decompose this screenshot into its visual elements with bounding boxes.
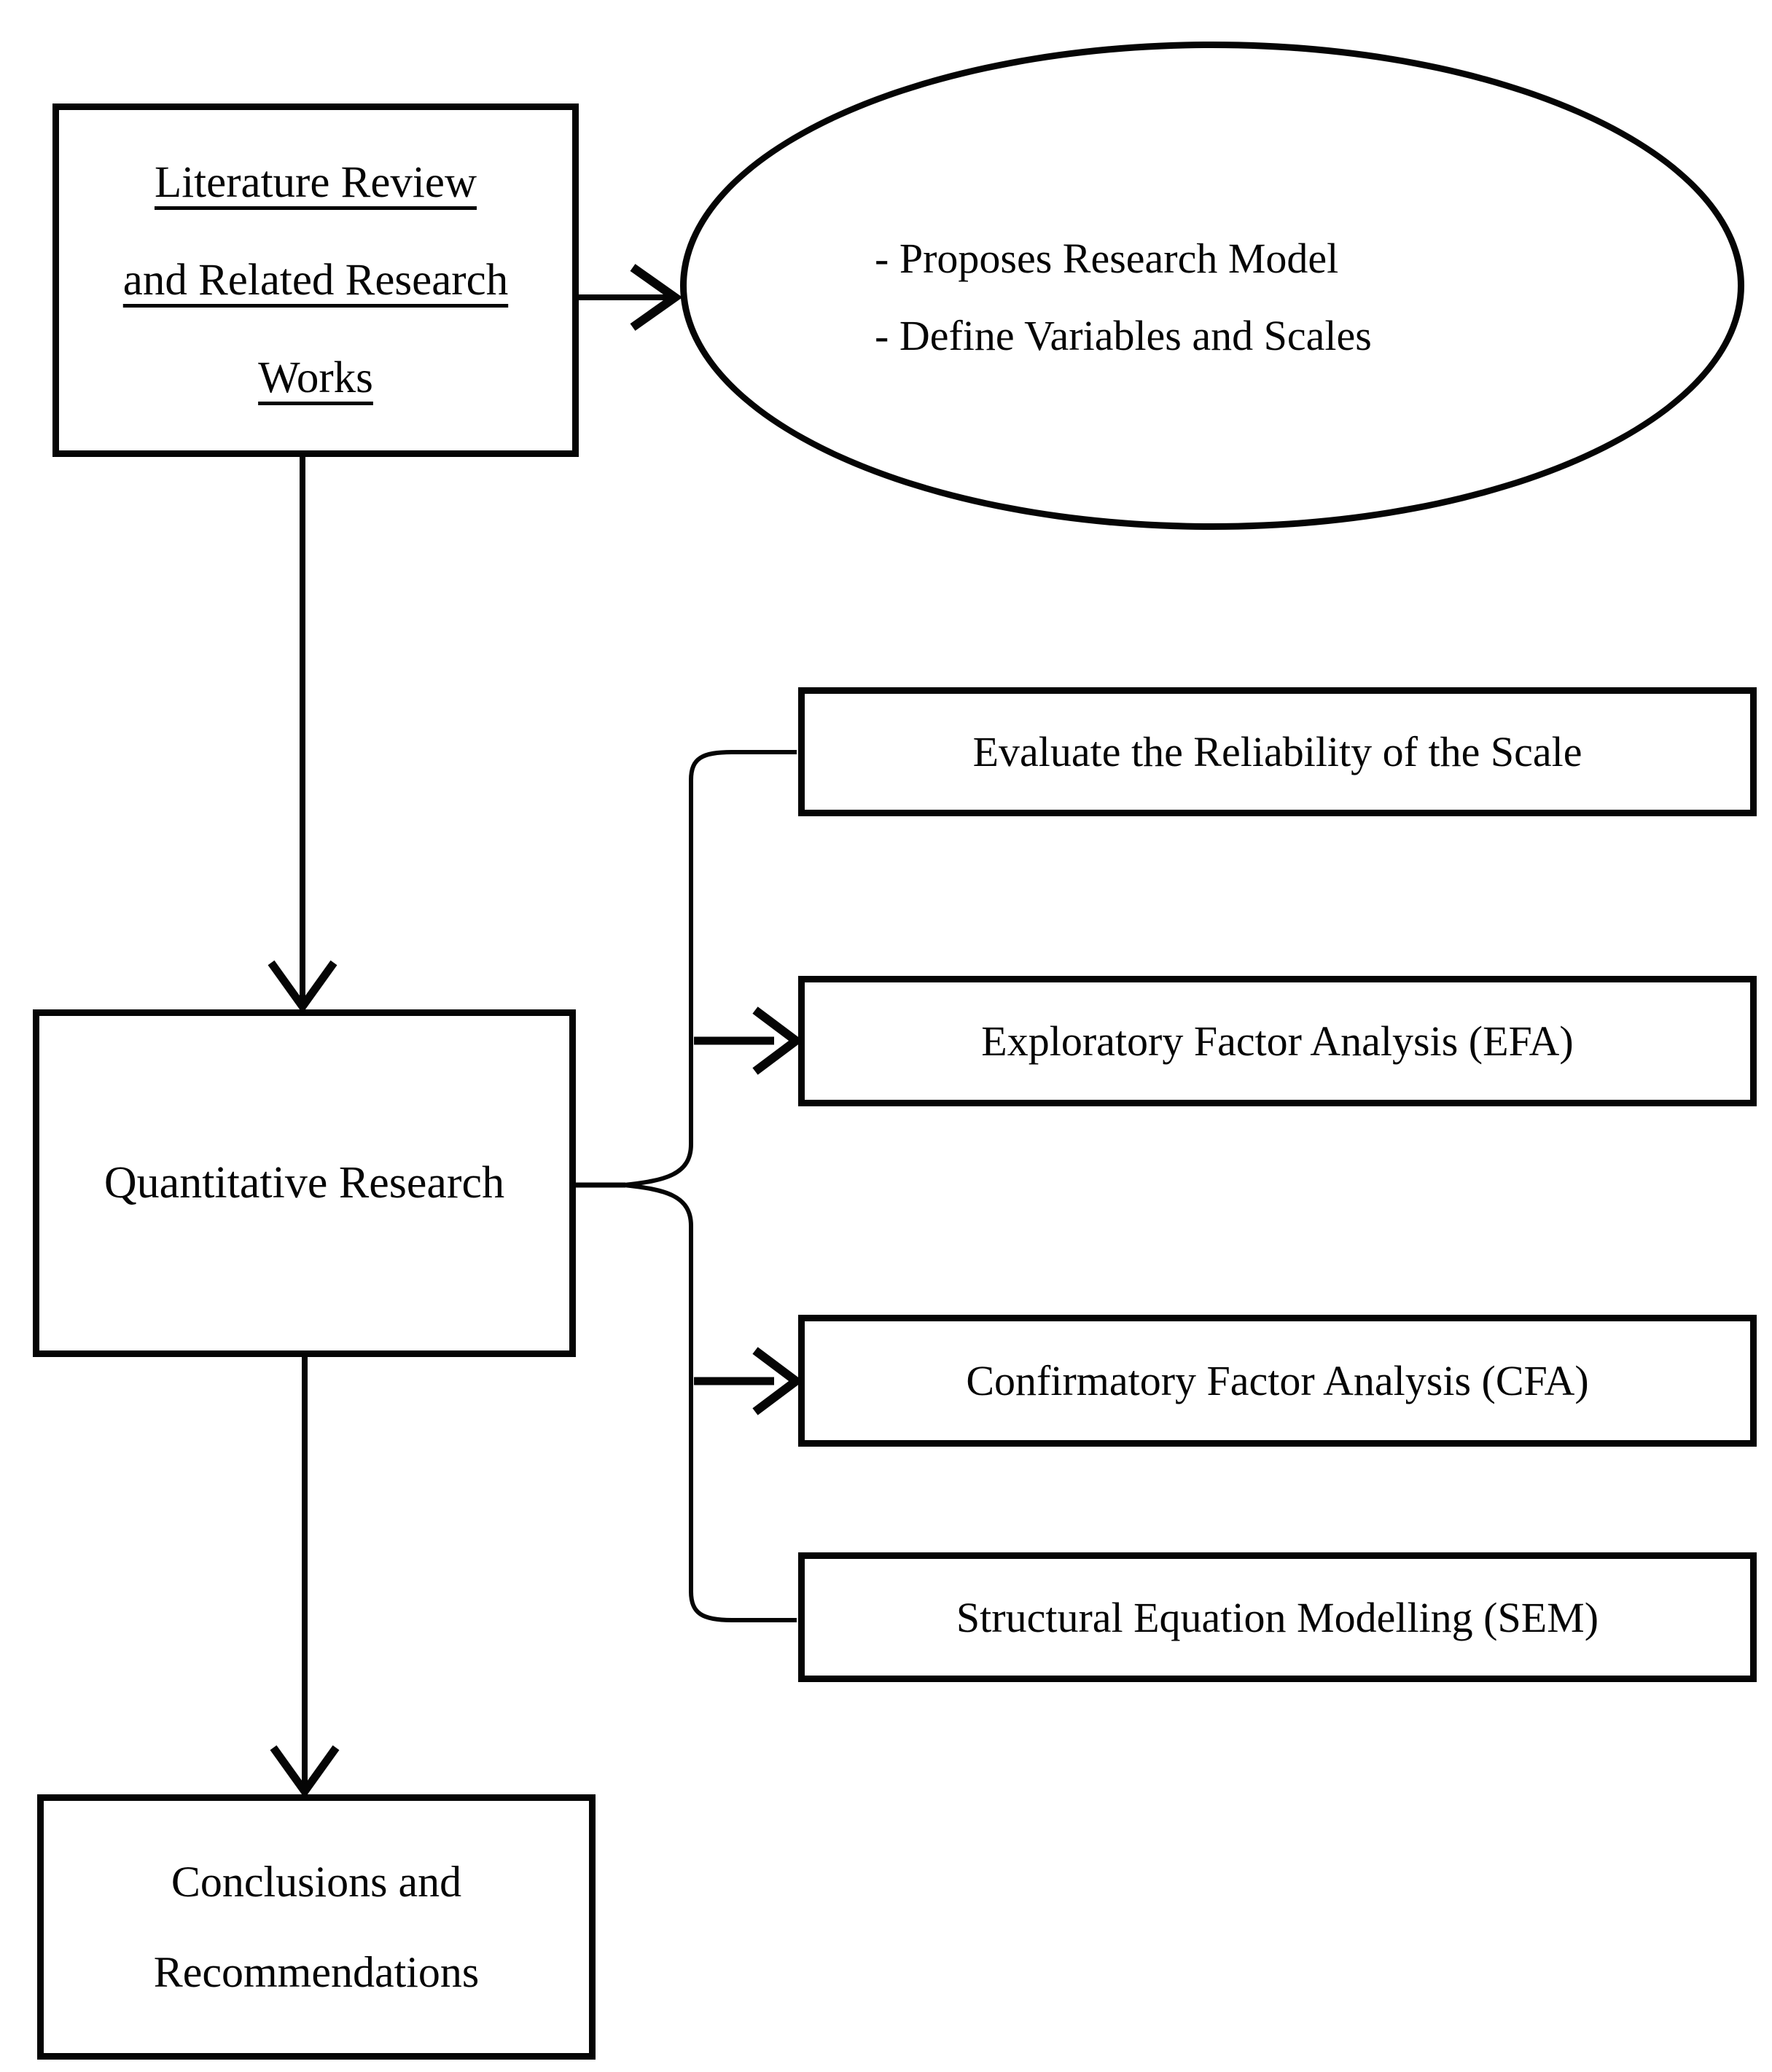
- research-model-ellipse: - Proposes Research Model - Define Varia…: [680, 42, 1744, 530]
- evaluate-reliability-label: Evaluate the Reliability of the Scale: [972, 728, 1582, 775]
- ellipse-note-line: - Proposes Research Model: [875, 235, 1339, 282]
- cfa-box: Confirmatory Factor Analysis (CFA): [798, 1315, 1757, 1447]
- arrow-to-efa: [694, 1006, 803, 1075]
- conclusions-box: Conclusions and Recommendations: [37, 1794, 596, 2060]
- conclusions-line: Conclusions and: [171, 1858, 462, 1906]
- arrow-to-cfa: [694, 1347, 803, 1415]
- arrow-quantitative-to-conclusions: [270, 1357, 340, 1799]
- literature-review-line: Works: [258, 353, 373, 402]
- arrow-literature-to-quantitative: [268, 457, 337, 1014]
- conclusions-line: Recommendations: [153, 1948, 480, 1996]
- ellipse-note-line: - Define Variables and Scales: [875, 312, 1372, 359]
- quantitative-research-box: Quantitative Research: [33, 1009, 576, 1357]
- fork-connector: [576, 750, 797, 1622]
- ellipse-notes: - Proposes Research Model - Define Varia…: [875, 220, 1372, 375]
- arrow-literature-to-ellipse: [579, 264, 683, 331]
- literature-review-line: and Related Research: [122, 255, 509, 305]
- evaluate-reliability-box: Evaluate the Reliability of the Scale: [798, 687, 1757, 816]
- quantitative-research-label: Quantitative Research: [104, 1158, 505, 1208]
- efa-box: Exploratory Factor Analysis (EFA): [798, 976, 1757, 1106]
- literature-review-box: Literature Review and Related Research W…: [52, 103, 579, 457]
- cfa-label: Confirmatory Factor Analysis (CFA): [966, 1357, 1589, 1404]
- literature-review-line: Literature Review: [154, 157, 477, 207]
- sem-box: Structural Equation Modelling (SEM): [798, 1552, 1757, 1682]
- sem-label: Structural Equation Modelling (SEM): [956, 1593, 1599, 1641]
- efa-label: Exploratory Factor Analysis (EFA): [981, 1017, 1574, 1065]
